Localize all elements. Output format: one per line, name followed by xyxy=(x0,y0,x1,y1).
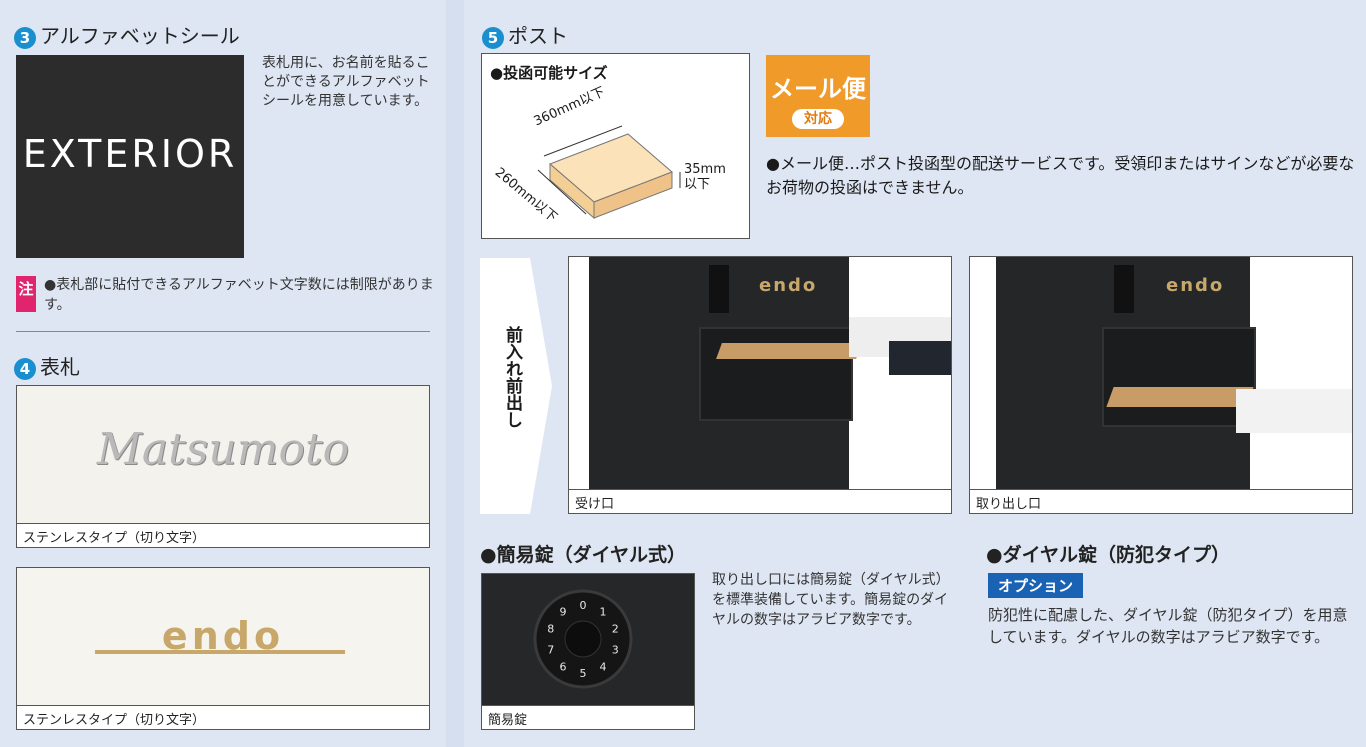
simple-lock-caption: 簡易錠 xyxy=(482,705,694,729)
section3-title: アルファベットシール xyxy=(40,24,240,48)
simple-lock-description: 取り出し口には簡易錠（ダイヤル式）を標準装備しています。簡易錠のダイヤルの数字は… xyxy=(712,572,950,628)
nameplate-endo-image: endo xyxy=(17,568,429,705)
sticker-sample-text: EXTERIOR xyxy=(22,132,238,176)
size-box: ●投函可能サイズ 360mm以下 260mm以下 35mm 以下 xyxy=(481,53,750,239)
dial-digit: 4 xyxy=(600,661,607,674)
section3-description: 表札用に、お名前を貼ることができるアルファベットシールを用意しています。 xyxy=(262,55,430,109)
mail-badge-sub: 対応 xyxy=(792,109,844,129)
photo-in-caption: 受け口 xyxy=(569,489,951,513)
section3-note: ●表札部に貼付できるアルファベット文字数には制限があります。 xyxy=(44,277,434,313)
post-image-out: endo xyxy=(970,257,1352,489)
post-nameplate-in: endo xyxy=(759,275,818,296)
size-heading: ●投函可能サイズ xyxy=(490,64,608,82)
plate1-caption: ステンレスタイプ（切り文字） xyxy=(17,523,429,547)
mail-badge-title: メール便 xyxy=(770,75,866,103)
parcel-diagram xyxy=(537,125,681,220)
photo-out-caption: 取り出し口 xyxy=(970,489,1352,513)
dial-digit: 6 xyxy=(560,661,567,674)
dial-digit: 2 xyxy=(612,623,619,636)
height-label-line2: 以下 xyxy=(684,177,711,192)
option-badge: オプション xyxy=(988,573,1084,598)
dial-digit: 5 xyxy=(580,667,587,680)
post-nameplate-out: endo xyxy=(1166,275,1225,296)
photo-takeout-slot: endo 取り出し口 xyxy=(969,256,1353,514)
section3-number: 3 xyxy=(14,26,36,49)
mail-description: ●メール便…ポスト投函型の配送サービスです。受領印またはサインなどが必要なお荷物… xyxy=(766,154,1355,197)
photo-insert-slot: endo 受け口 xyxy=(568,256,952,514)
dial-digit: 0 xyxy=(580,599,587,612)
dial-digit: 1 xyxy=(600,606,607,619)
nameplate-matsumoto-card: Matsumoto ステンレスタイプ（切り文字） xyxy=(16,385,430,548)
simple-lock-heading: ●簡易錠（ダイヤル式） xyxy=(480,544,687,566)
flow-label: 前入れ前出し xyxy=(502,326,522,428)
dial-digit: 3 xyxy=(612,644,619,657)
section4-title: 表札 xyxy=(40,355,80,379)
nameplate-matsumoto-text: Matsumoto xyxy=(96,424,350,475)
note-mark: 注 xyxy=(16,276,36,312)
mail-service-badge: メール便 対応 xyxy=(766,55,870,137)
section5-title: ポスト xyxy=(508,24,568,48)
post-image-in: endo xyxy=(569,257,951,489)
dial-digit: 7 xyxy=(547,644,554,657)
nameplate-matsumoto-image: Matsumoto xyxy=(17,386,429,523)
dial-lock-heading: ●ダイヤル錠（防犯タイプ） xyxy=(986,544,1231,566)
nameplate-underline xyxy=(95,650,345,654)
nameplate-endo-card: endo ステンレスタイプ（切り文字） xyxy=(16,567,430,730)
alphabet-sticker-image: EXTERIOR xyxy=(16,55,244,258)
dial-digit: 9 xyxy=(560,606,567,619)
divider xyxy=(16,331,430,332)
plate2-caption: ステンレスタイプ（切り文字） xyxy=(17,705,429,729)
height-label: 35mm 以下 xyxy=(684,162,726,192)
section4-number: 4 xyxy=(14,357,36,380)
dial-digit: 8 xyxy=(547,623,554,636)
dial-lock-description: 防犯性に配慮した、ダイヤル錠（防犯タイプ）を用意しています。ダイヤルの数字はアラ… xyxy=(988,606,1348,646)
section5-number: 5 xyxy=(482,26,504,49)
flow-arrow xyxy=(480,258,552,514)
height-label-line1: 35mm xyxy=(684,162,726,177)
nameplate-endo-text: endo xyxy=(161,614,285,658)
